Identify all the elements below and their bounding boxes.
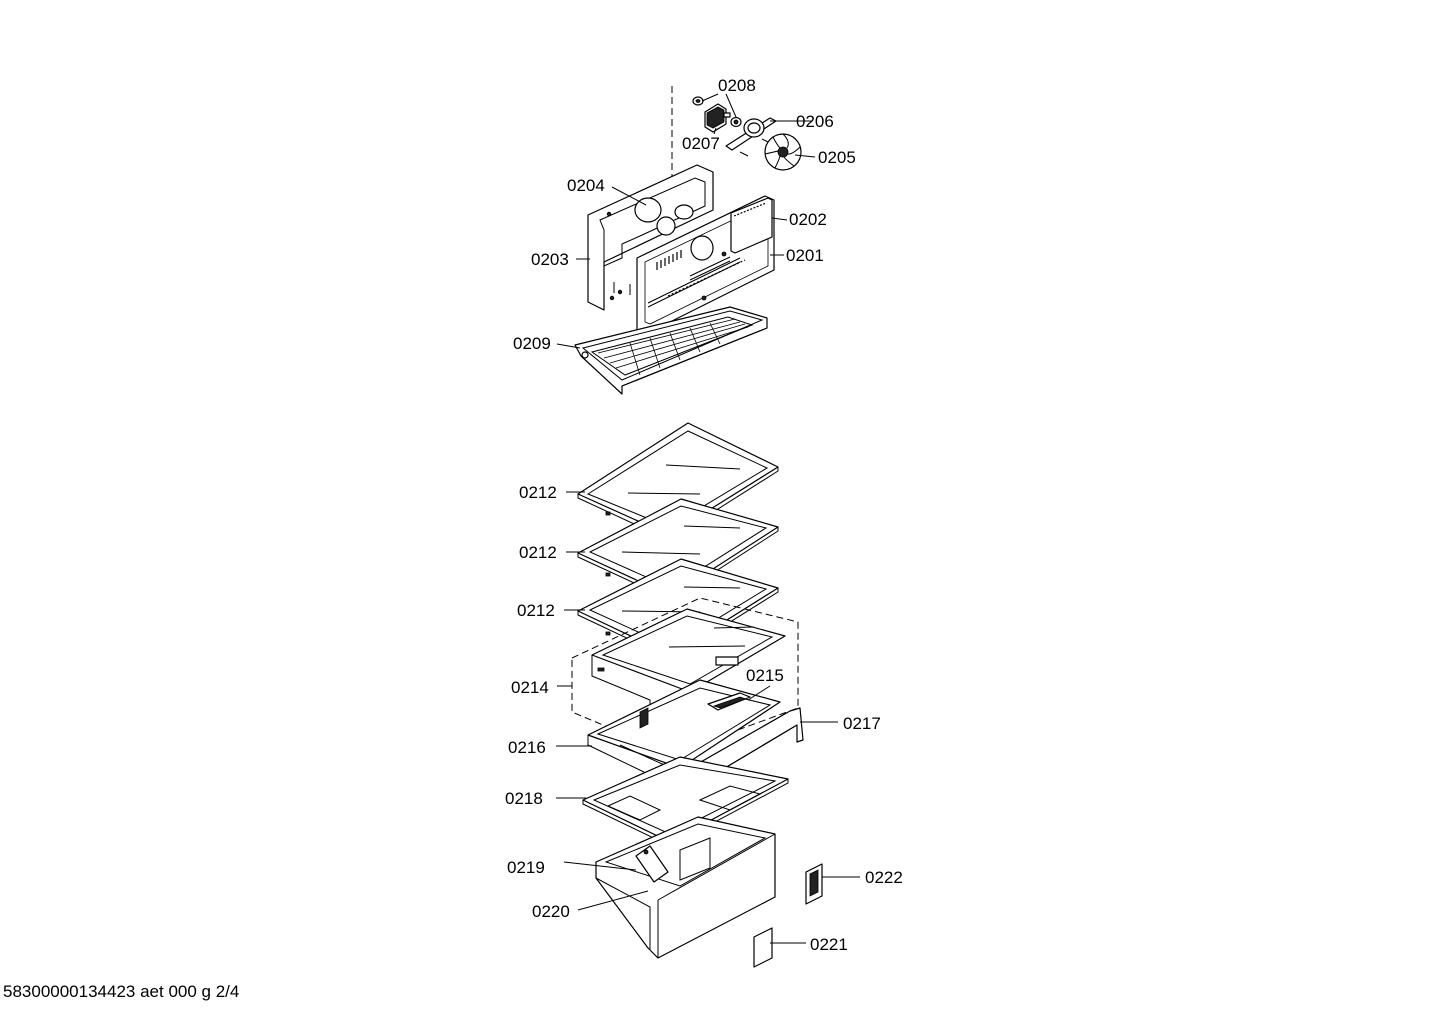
part-0218-lid (582, 756, 789, 847)
crisper-assembly (571, 597, 823, 968)
part-0208 (692, 96, 742, 128)
callout-0209: 0209 (513, 334, 551, 353)
callout-0222: 0222 (865, 868, 903, 887)
part-0202-cover (730, 197, 773, 254)
callout-0206: 0206 (796, 112, 834, 131)
callout-0217: 0217 (843, 714, 881, 733)
part-0203-housing (587, 164, 714, 311)
part-0221-plate (753, 927, 773, 968)
callout-0207: 0207 (682, 134, 720, 153)
callout-0215: 0215 (746, 666, 784, 685)
callout-0216: 0216 (508, 738, 546, 757)
part-0209-tray (574, 306, 768, 395)
vent-slots (656, 250, 682, 270)
drawing-number-footer: 58300000134423 aet 000 g 2/4 (3, 982, 239, 1001)
callout-0212-top: 0212 (519, 483, 557, 502)
tray-ribs (597, 318, 749, 376)
crisper-cover (591, 608, 786, 719)
callout-0212-lower: 0212 (517, 601, 555, 620)
callout-0203: 0203 (531, 250, 569, 269)
part-0207-motor (704, 103, 731, 133)
leader-lines (556, 93, 860, 944)
air-duct-assembly (574, 86, 802, 395)
callout-0202: 0202 (789, 210, 827, 229)
callout-0212-middle: 0212 (519, 543, 557, 562)
callout-0208: 0208 (718, 76, 756, 95)
callout-0218: 0218 (505, 789, 543, 808)
callout-0201: 0201 (786, 246, 824, 265)
callout-labels: 0208 0206 0207 0205 0204 0202 0201 0203 … (505, 76, 903, 954)
callout-0205: 0205 (818, 148, 856, 167)
callout-0221: 0221 (810, 935, 848, 954)
part-0206-bracket (725, 117, 777, 157)
part-0205-fan (764, 133, 802, 171)
callout-0204: 0204 (567, 176, 605, 195)
callout-0214: 0214 (511, 678, 549, 697)
callout-0219: 0219 (507, 858, 545, 877)
part-0219-crisper-box (595, 816, 776, 959)
glass-shelves (577, 422, 779, 660)
part-0222-clip (805, 863, 823, 905)
callout-0220: 0220 (532, 902, 570, 921)
